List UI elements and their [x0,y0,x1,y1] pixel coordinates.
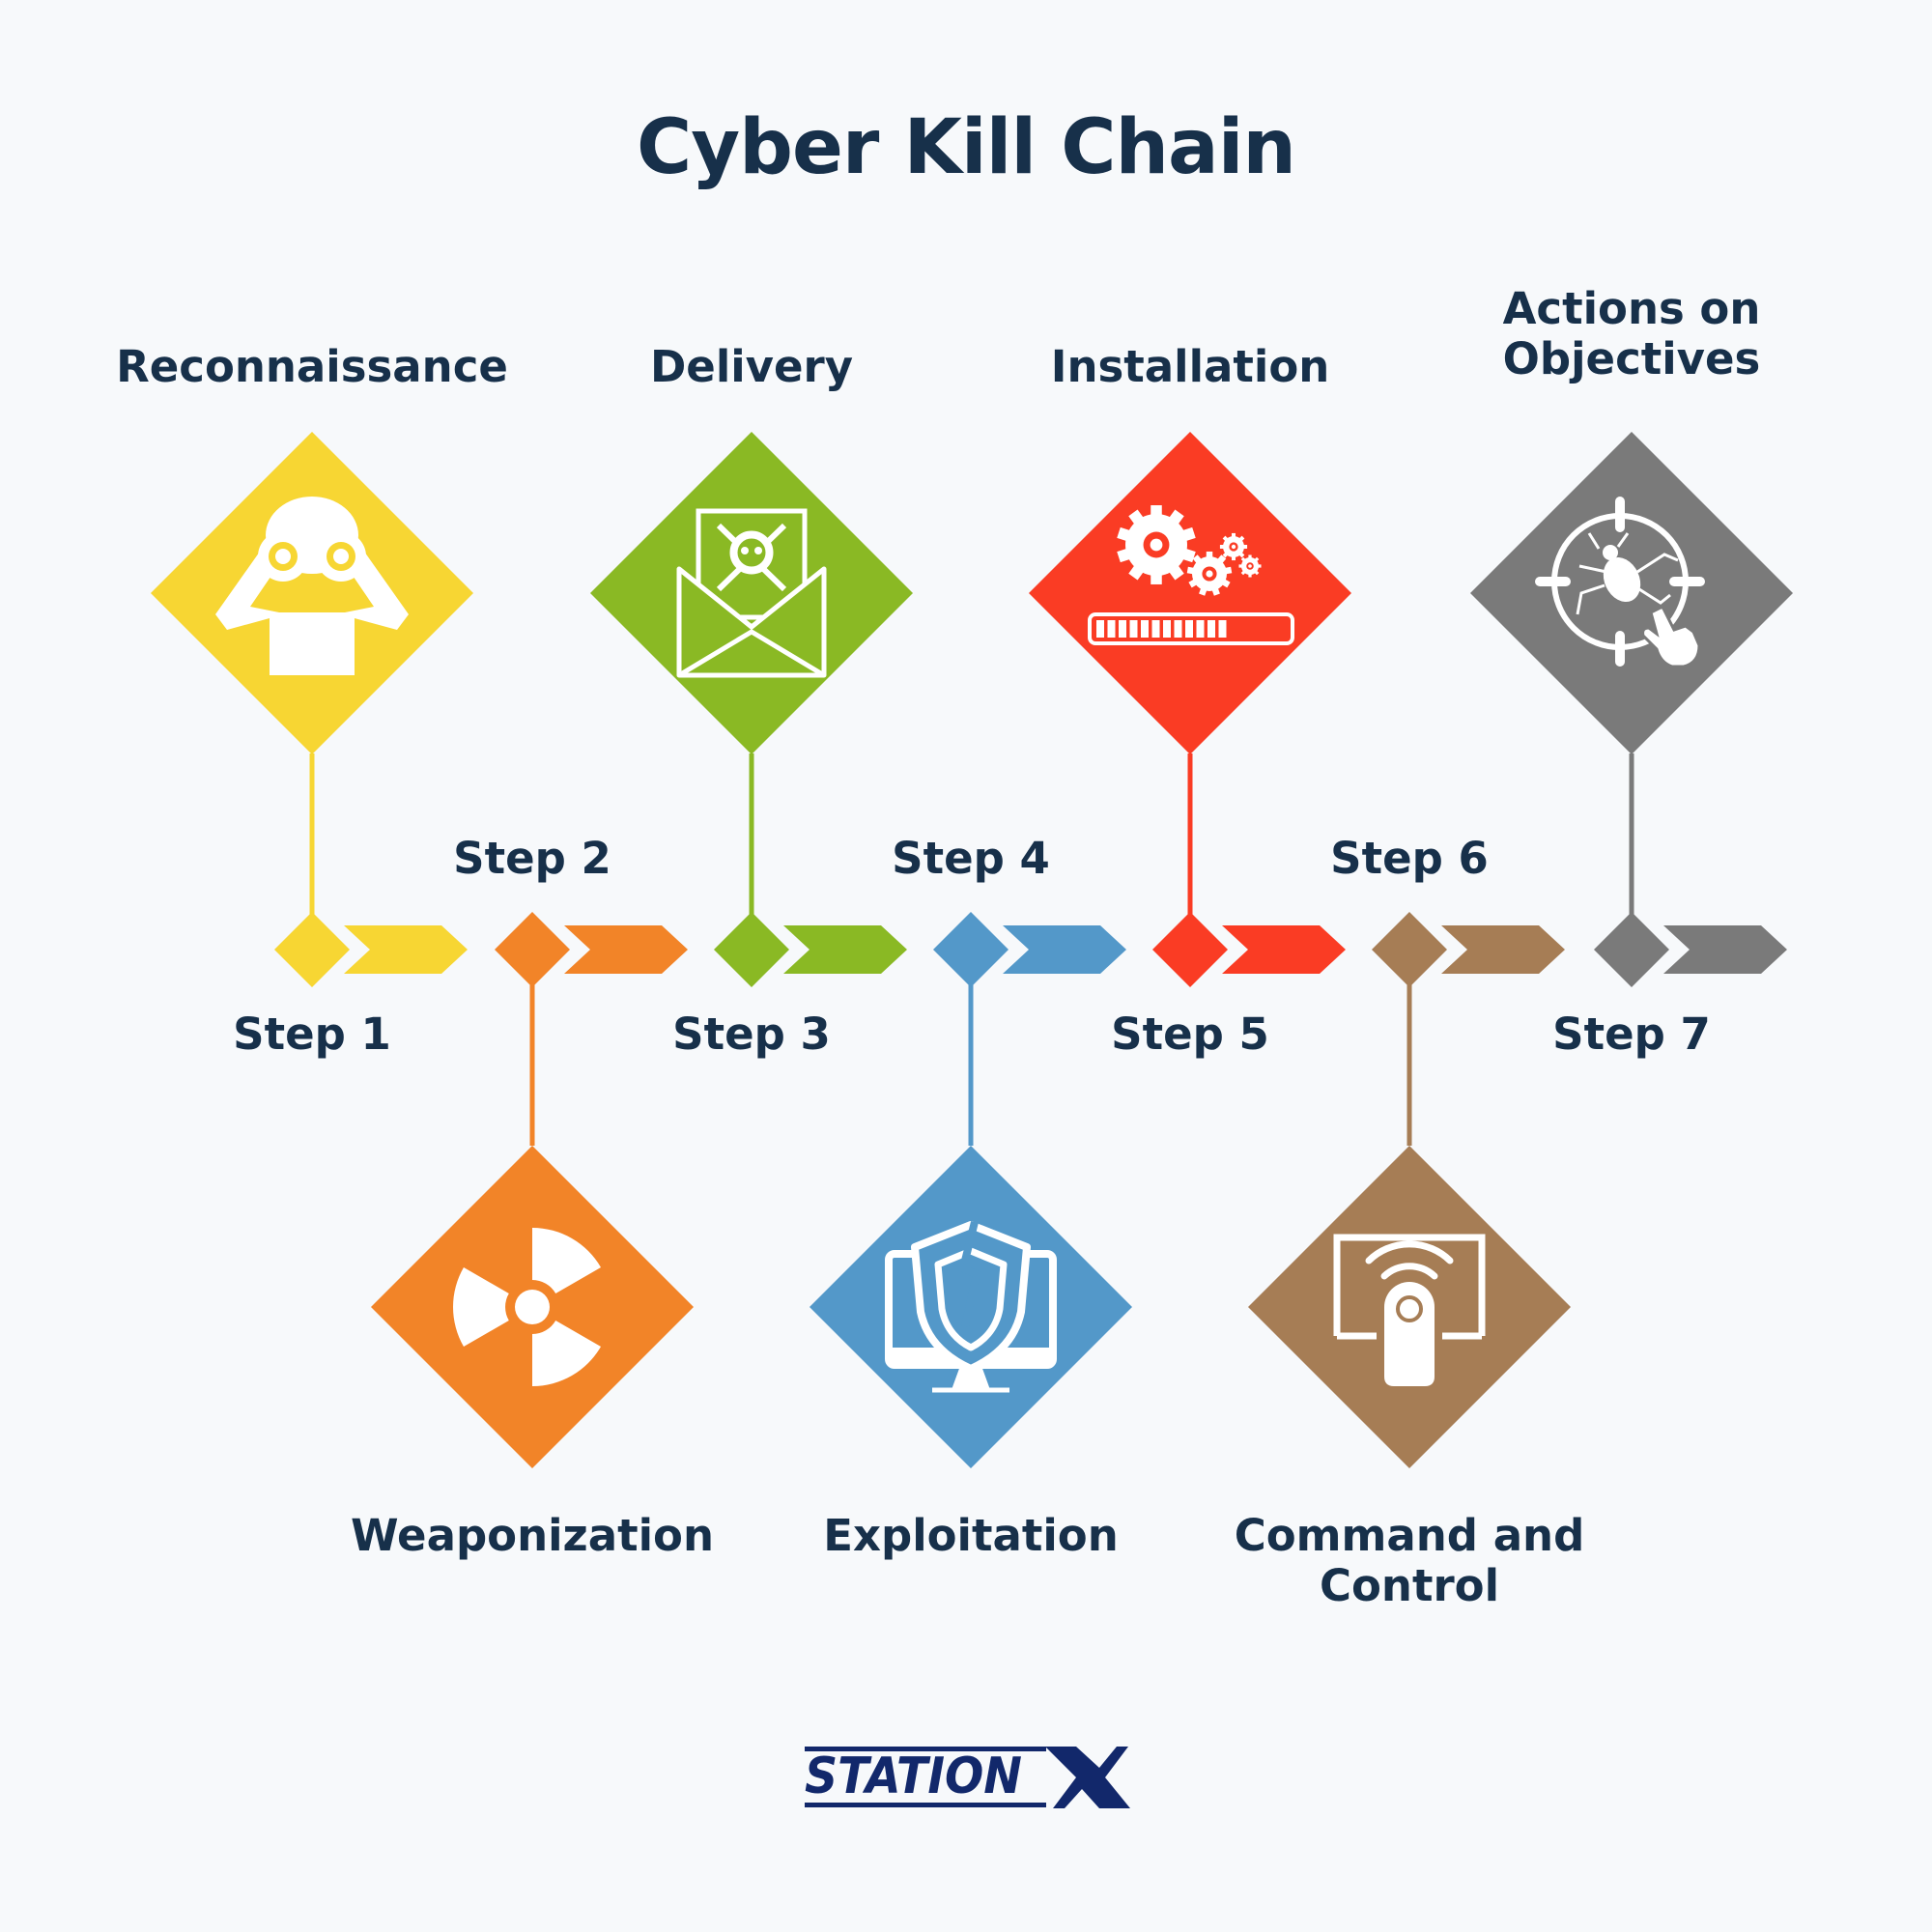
stage-6 [1248,912,1571,1468]
stage-3 [590,432,913,987]
chevron-arrow [1663,925,1787,974]
stage-label-reconnaissance: Reconnaissance [116,341,508,392]
stage-label-actions-on-objectives: Actions on Objectives [1502,283,1761,384]
radiation-icon [453,1228,601,1386]
step-label-6: Step 6 [1330,833,1489,884]
stationx-logo: STATION [805,1747,1130,1808]
chevron-arrow [344,925,468,974]
step-label-7: Step 7 [1552,1009,1711,1060]
step-label-3: Step 3 [672,1009,831,1060]
step-label-1: Step 1 [233,1009,391,1060]
stage-7 [1470,432,1793,987]
step-label-4: Step 4 [892,833,1050,884]
step-marker [1152,912,1228,987]
step-marker [933,912,1009,987]
stage-1 [151,432,473,987]
binoculars-person-icon [215,497,409,675]
chevron-arrow [1441,925,1565,974]
step-label-2: Step 2 [453,833,611,884]
chevron-arrow [783,925,907,974]
chevron-arrow [1222,925,1346,974]
stage-label-weaponization: Weaponization [351,1510,714,1561]
stage-diamond [151,432,473,754]
stage-label-exploitation: Exploitation [823,1510,1119,1561]
step-marker [274,912,350,987]
chevron-arrow [564,925,688,974]
malicious-email-icon [676,508,827,678]
step-marker [1372,912,1447,987]
step-label-5: Step 5 [1111,1009,1269,1060]
stage-5 [1029,432,1351,987]
svg-text:STATION: STATION [805,1747,1022,1805]
step-marker [714,912,789,987]
stage-label-delivery: Delivery [649,341,854,392]
stage-2 [371,912,694,1468]
stage-4 [810,912,1132,1468]
target-bug-icon [1535,497,1705,668]
step-marker [1594,912,1669,987]
remote-control-icon [1333,1234,1486,1386]
stage-label-installation: Installation [1050,341,1330,392]
stage-label-command-and-control: Command and Control [1234,1510,1585,1611]
chevron-arrow [1003,925,1126,974]
page-title: Cyber Kill Chain [637,104,1296,191]
stage-diamond [1029,432,1351,754]
broken-shield-monitor-icon [885,1221,1057,1393]
step-marker [495,912,570,987]
gears-progress-icon [1088,505,1294,645]
